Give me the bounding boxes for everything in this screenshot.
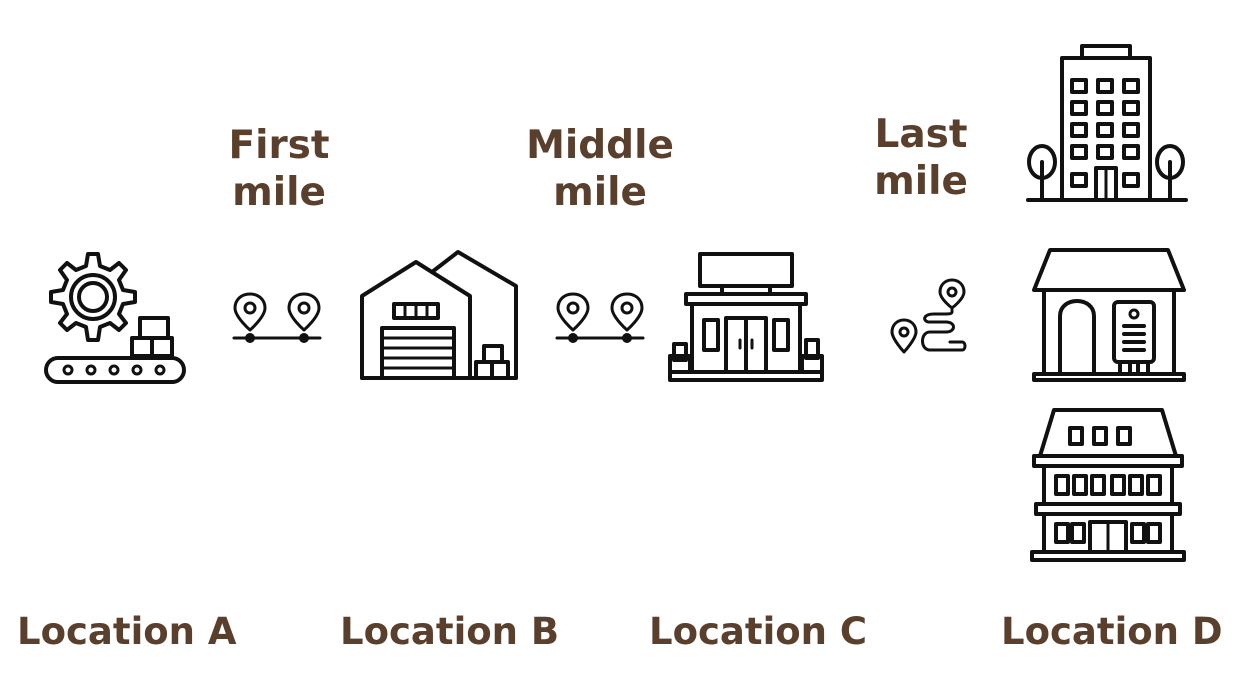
factory-conveyor-icon <box>44 252 186 384</box>
location-c-label: Location C <box>649 610 868 653</box>
apartment-building-icon <box>1026 44 1188 202</box>
warehouse-icon <box>360 250 518 380</box>
route-pins-icon <box>555 292 645 343</box>
house-icon <box>1032 248 1186 382</box>
location-d-label: Location D <box>1001 610 1223 653</box>
route-pins-icon <box>232 292 322 343</box>
winding-route-icon <box>890 278 967 354</box>
last-mile-label: Last mile <box>874 112 968 204</box>
location-b-label: Location B <box>340 610 560 653</box>
first-mile-label: First mile <box>228 123 330 215</box>
townhouse-icon <box>1030 408 1186 562</box>
store-icon <box>668 252 824 382</box>
location-a-label: Location A <box>17 610 237 653</box>
middle-mile-label: Middle mile <box>526 123 674 215</box>
